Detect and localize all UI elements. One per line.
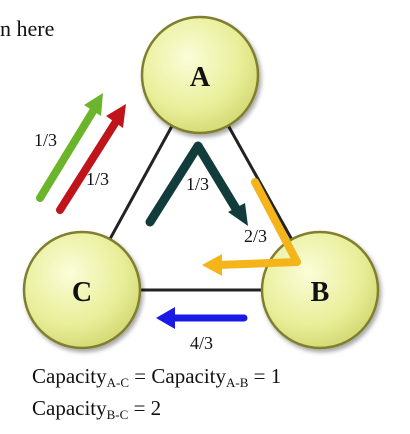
capacity-value: = 2 — [128, 396, 162, 420]
capacity-line-1: CapacityA-C = CapacityA-B = 1 — [32, 364, 281, 391]
capacity-line-2: CapacityB-C = 2 — [32, 396, 161, 423]
capacity-word: Capacity — [32, 364, 107, 388]
green-flow-label: 1/3 — [34, 130, 57, 150]
green-flow-arrow — [36, 93, 103, 202]
capacity-subscript: B-C — [106, 407, 129, 422]
capacity-value: = 1 — [248, 364, 282, 388]
teal-flow-label: 1/3 — [186, 174, 209, 194]
header-text-fragment: n here — [0, 16, 55, 41]
capacity-subscript: A-C — [106, 375, 130, 390]
capacity-subscript: A-B — [226, 375, 249, 390]
node-b-label: B — [311, 277, 330, 308]
blue-flow-arrow — [156, 307, 248, 329]
equals-sign: = — [129, 364, 152, 388]
yellow-flow-arrow — [202, 178, 301, 276]
teal-flow-arrow — [145, 141, 248, 227]
node-a — [140, 15, 260, 135]
red-flow-label: 1/3 — [86, 169, 109, 189]
yellow-flow-label: 2/3 — [244, 226, 267, 246]
node-c — [22, 230, 142, 350]
blue-flow-label: 4/3 — [190, 333, 213, 353]
capacity-word: Capacity — [32, 396, 107, 420]
red-flow-arrow — [56, 104, 126, 214]
node-c-label: C — [72, 277, 92, 308]
capacity-word: Capacity — [151, 364, 227, 388]
node-a-label: A — [190, 62, 211, 93]
